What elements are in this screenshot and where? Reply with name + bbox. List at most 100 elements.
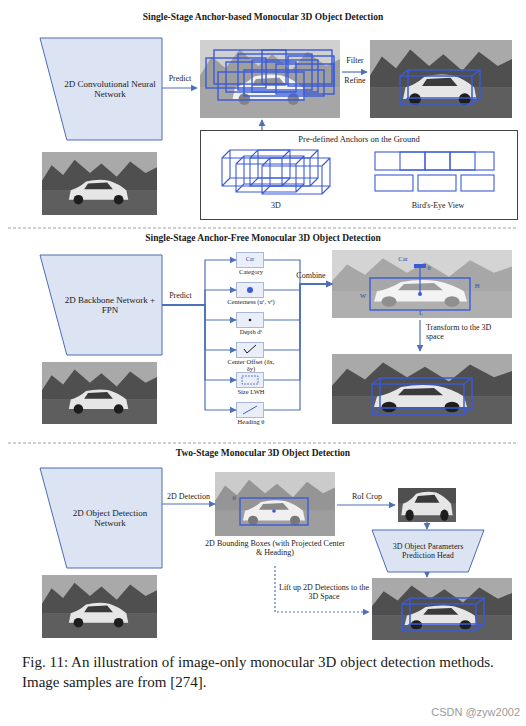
result-photo (372, 378, 472, 414)
arrow-label: RoI Crop (343, 492, 391, 501)
network-label: 2D Backbone Network + FPN (62, 255, 158, 355)
class-tag: Car (237, 256, 263, 263)
combined-photo (414, 264, 426, 268)
detection-image: θ2D Bounding Boxes (with Projected Cente… (215, 472, 335, 536)
result-photo (380, 378, 472, 408)
panel-title: Two-Stage Monocular 3D Object Detection (0, 448, 526, 459)
anchor-bev-sketch (375, 152, 494, 191)
input-photo (42, 362, 157, 424)
flow-arrow (162, 305, 236, 320)
arrow-label: Predict (158, 291, 203, 300)
result-photo (410, 598, 484, 624)
arrow-label: 2D Detection (161, 492, 217, 501)
roi-crop-photo (378, 459, 477, 534)
flow-arrow (264, 284, 332, 350)
head-icon (236, 372, 264, 388)
panel-separator (8, 228, 518, 443)
head-icon (236, 402, 264, 418)
anchor-scene (200, 40, 340, 118)
result-photo (400, 70, 480, 104)
sketch-label: Bird's-Eye View (388, 201, 488, 210)
detection-photo (240, 498, 308, 525)
flow-arrow (426, 572, 427, 577)
head-label: Category (226, 269, 276, 276)
heading-symbol: θ (229, 494, 239, 501)
figure-caption: Fig. 11: An illustration of image-only m… (22, 652, 506, 693)
head-icon (242, 376, 258, 384)
result-photo (332, 354, 512, 424)
result-photo (400, 76, 472, 104)
flow-arrow (275, 566, 369, 612)
result-photo (370, 40, 512, 118)
flow-arrow (264, 284, 332, 380)
anchor-3d-sketch (262, 158, 330, 194)
result-photo (370, 40, 512, 118)
head-label: Center Offset (δx, δy) (226, 359, 276, 372)
flow-arrow (162, 72, 367, 130)
flow-arrow (162, 305, 236, 350)
arrow-label: Lift up 2D Detections to the 3D Space (279, 583, 369, 601)
result-photo (408, 70, 480, 98)
arrow-label: Filter (335, 56, 375, 65)
anchor-bev-sketch (375, 175, 413, 191)
flow-arrow (342, 71, 367, 72)
anchor-scene (206, 50, 334, 100)
combined-photo (332, 250, 512, 318)
image-caption: 2D Bounding Boxes (with Projected Center… (203, 539, 347, 557)
dimension-letter: H (472, 282, 482, 289)
panel-separator (8, 228, 518, 229)
dimension-letter: θ (424, 264, 434, 271)
anchor-3d-sketch (250, 150, 318, 186)
network-trapezoid: 2D Convolutional Neural Network (40, 38, 162, 140)
detection-photo (215, 472, 335, 536)
trapezoid-outline (372, 530, 484, 572)
result-photo (402, 598, 484, 630)
input-photo (42, 152, 157, 215)
anchor-scene (214, 50, 286, 84)
anchor-bev-sketch (461, 175, 494, 191)
roi-crop-photo (378, 459, 477, 534)
anchor-bev-sketch (418, 175, 456, 191)
anchor-scene (244, 70, 324, 96)
head-label: Heading θ (226, 419, 276, 426)
flow-arrow (337, 504, 395, 505)
detection-photo (215, 472, 335, 536)
class-tag: Car (392, 255, 414, 262)
flow-arrow (264, 284, 332, 290)
sketch-label: 3D (256, 201, 296, 210)
arrow-label: Transform to the 3D space (426, 323, 508, 341)
watermark: CSDN @zyw2002 (370, 706, 520, 719)
trapezoid-outline (40, 255, 162, 355)
head-icon (243, 406, 257, 414)
arrow-label: Predict (160, 74, 200, 83)
input-photo (42, 362, 157, 424)
panel-separator (8, 443, 518, 444)
result-photo (372, 578, 512, 640)
panel-title: Single-Stage Anchor-based Monocular 3D O… (0, 12, 526, 23)
flow-arrow (264, 284, 332, 410)
box-heading: Pre-defined Anchors on the Ground (201, 135, 517, 145)
detection-photo (272, 509, 276, 513)
head-icon (247, 287, 253, 293)
input-photo (42, 575, 157, 638)
network-label: 2D Convolutional Neural Network (62, 38, 158, 140)
head-box: Heading θ (236, 402, 264, 418)
head-box: Size LWH (236, 372, 264, 388)
flow-arrow (419, 320, 420, 351)
anchor-scene (226, 62, 296, 92)
result-photo (402, 598, 484, 630)
flow-arrow (419, 320, 420, 351)
head-icon (244, 345, 256, 353)
input-photo (42, 575, 157, 638)
detection-photo (215, 472, 335, 536)
flow-arrow (162, 503, 215, 504)
result-photo (400, 70, 480, 104)
combined-photo (419, 268, 420, 294)
head-icon (236, 252, 264, 268)
result-photo (372, 578, 512, 640)
anchor-3d-sketch (222, 150, 330, 194)
arrow-label: Combine (288, 271, 334, 280)
trapezoid-outline (40, 38, 162, 140)
head-label: Centerness (uᶜ, vᶜ) (226, 299, 276, 306)
anchor-scene (262, 50, 332, 84)
